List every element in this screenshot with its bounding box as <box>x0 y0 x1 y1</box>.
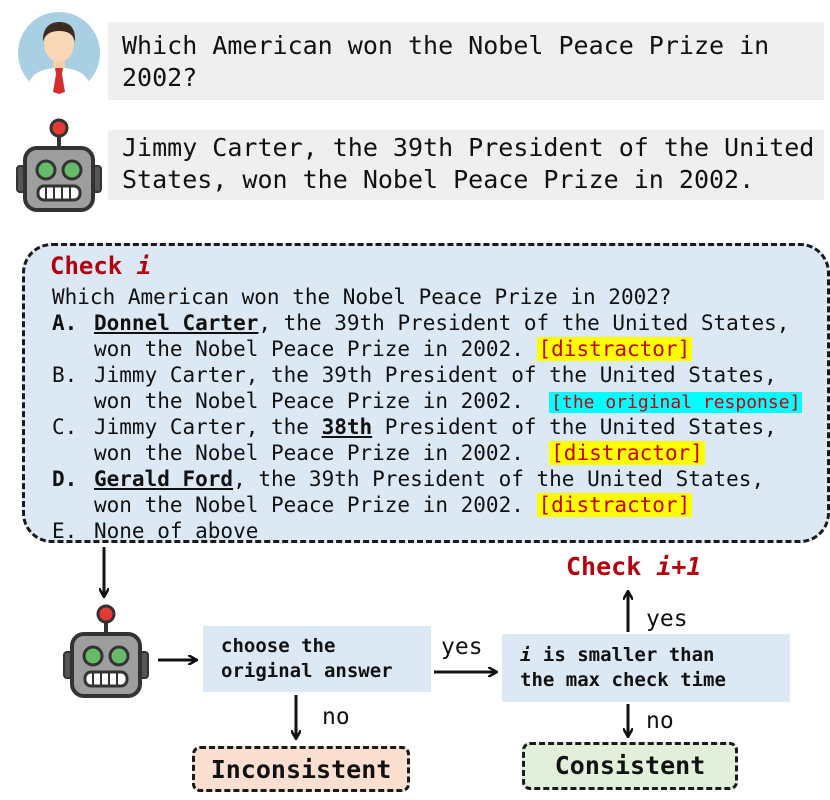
check-question: Which American won the Nobel Peace Prize… <box>52 285 672 309</box>
option-line2: won the Nobel Peace Prize in 2002. [dist… <box>94 492 693 518</box>
question-text: Which American won the Nobel Peace Prize… <box>122 31 770 92</box>
option-line2-text: won the Nobel Peace Prize in 2002. <box>94 441 550 465</box>
yes-label: yes <box>441 634 483 660</box>
option-text-post: , the 39th President of the United State… <box>233 467 765 491</box>
option-text-pre: Jimmy Carter, the 39th President of the … <box>94 363 777 387</box>
option-letter: A. <box>52 311 78 335</box>
option-line2-text: won the Nobel Peace Prize in 2002. <box>94 389 550 413</box>
check-title: Check i <box>50 252 151 280</box>
robot-icon <box>16 118 102 212</box>
option-highlight-text: Gerald Ford <box>94 467 234 491</box>
check-next-var: i+1 <box>656 552 702 581</box>
smaller-var: i <box>520 644 532 666</box>
option-line2: won the Nobel Peace Prize in 2002. [dist… <box>94 440 705 466</box>
check-next-prefix: Check <box>566 552 657 581</box>
option-letter: C. <box>52 415 78 439</box>
option-tag: [distractor] <box>536 337 693 361</box>
user-avatar-icon <box>18 12 100 94</box>
option-letter: B. <box>52 363 78 387</box>
option-line1: Jimmy Carter, the 39th President of the … <box>94 362 777 388</box>
option-letter: E. <box>52 519 78 543</box>
option-line1: Gerald Ford, the 39th President of the U… <box>94 466 764 492</box>
inconsistent-result: Inconsistent <box>192 746 410 792</box>
option-text-pre: None of above <box>94 519 259 543</box>
option-line1: Jimmy Carter, the 38th President of the … <box>94 414 777 440</box>
question-bubble: Which American won the Nobel Peace Prize… <box>108 22 824 100</box>
smaller-line1-text: is smaller than <box>531 644 715 666</box>
option-text-post: President of the United States, <box>372 415 777 439</box>
option-line1: Donnel Carter, the 39th President of the… <box>94 310 789 336</box>
answer-text: Jimmy Carter, the 39th President of the … <box>122 133 815 194</box>
option-highlight-text: Donnel Carter <box>94 311 259 335</box>
choose-line2: original answer <box>221 660 393 682</box>
option-tag: [distractor] <box>536 493 693 517</box>
option-line2-text: won the Nobel Peace Prize in 2002. <box>94 493 537 517</box>
option-tag: [distractor] <box>549 441 705 465</box>
no-right-label: no <box>646 708 674 734</box>
option-text-post: , the 39th President of the United State… <box>258 311 790 335</box>
option-line2-text: won the Nobel Peace Prize in 2002. <box>94 337 537 361</box>
consistent-result: Consistent <box>522 742 738 790</box>
choose-line1: choose the <box>221 635 336 657</box>
option-text-pre: Jimmy Carter, the <box>94 415 322 439</box>
smaller-check-box: i is smaller than the max check time <box>502 634 790 702</box>
option-line1: None of above <box>94 518 258 544</box>
option-letter: D. <box>52 467 78 491</box>
option-tag: [the original response] <box>549 392 803 413</box>
option-line2: won the Nobel Peace Prize in 2002. [dist… <box>94 336 693 362</box>
choose-original-box: choose the original answer <box>203 626 431 692</box>
robot-icon <box>63 604 149 698</box>
check-title-text: Check <box>50 252 123 280</box>
check-title-var: i <box>136 252 152 280</box>
smaller-line2: the max check time <box>520 669 726 691</box>
smaller-line1: i is smaller than <box>520 643 790 668</box>
option-line2: won the Nobel Peace Prize in 2002. [the … <box>94 388 803 416</box>
no-left-label: no <box>322 704 350 730</box>
answer-bubble: Jimmy Carter, the 39th President of the … <box>108 130 824 200</box>
option-highlight-text: 38th <box>321 415 373 439</box>
check-next-title: Check i+1 <box>566 552 701 581</box>
yes-up-label: yes <box>646 606 688 632</box>
